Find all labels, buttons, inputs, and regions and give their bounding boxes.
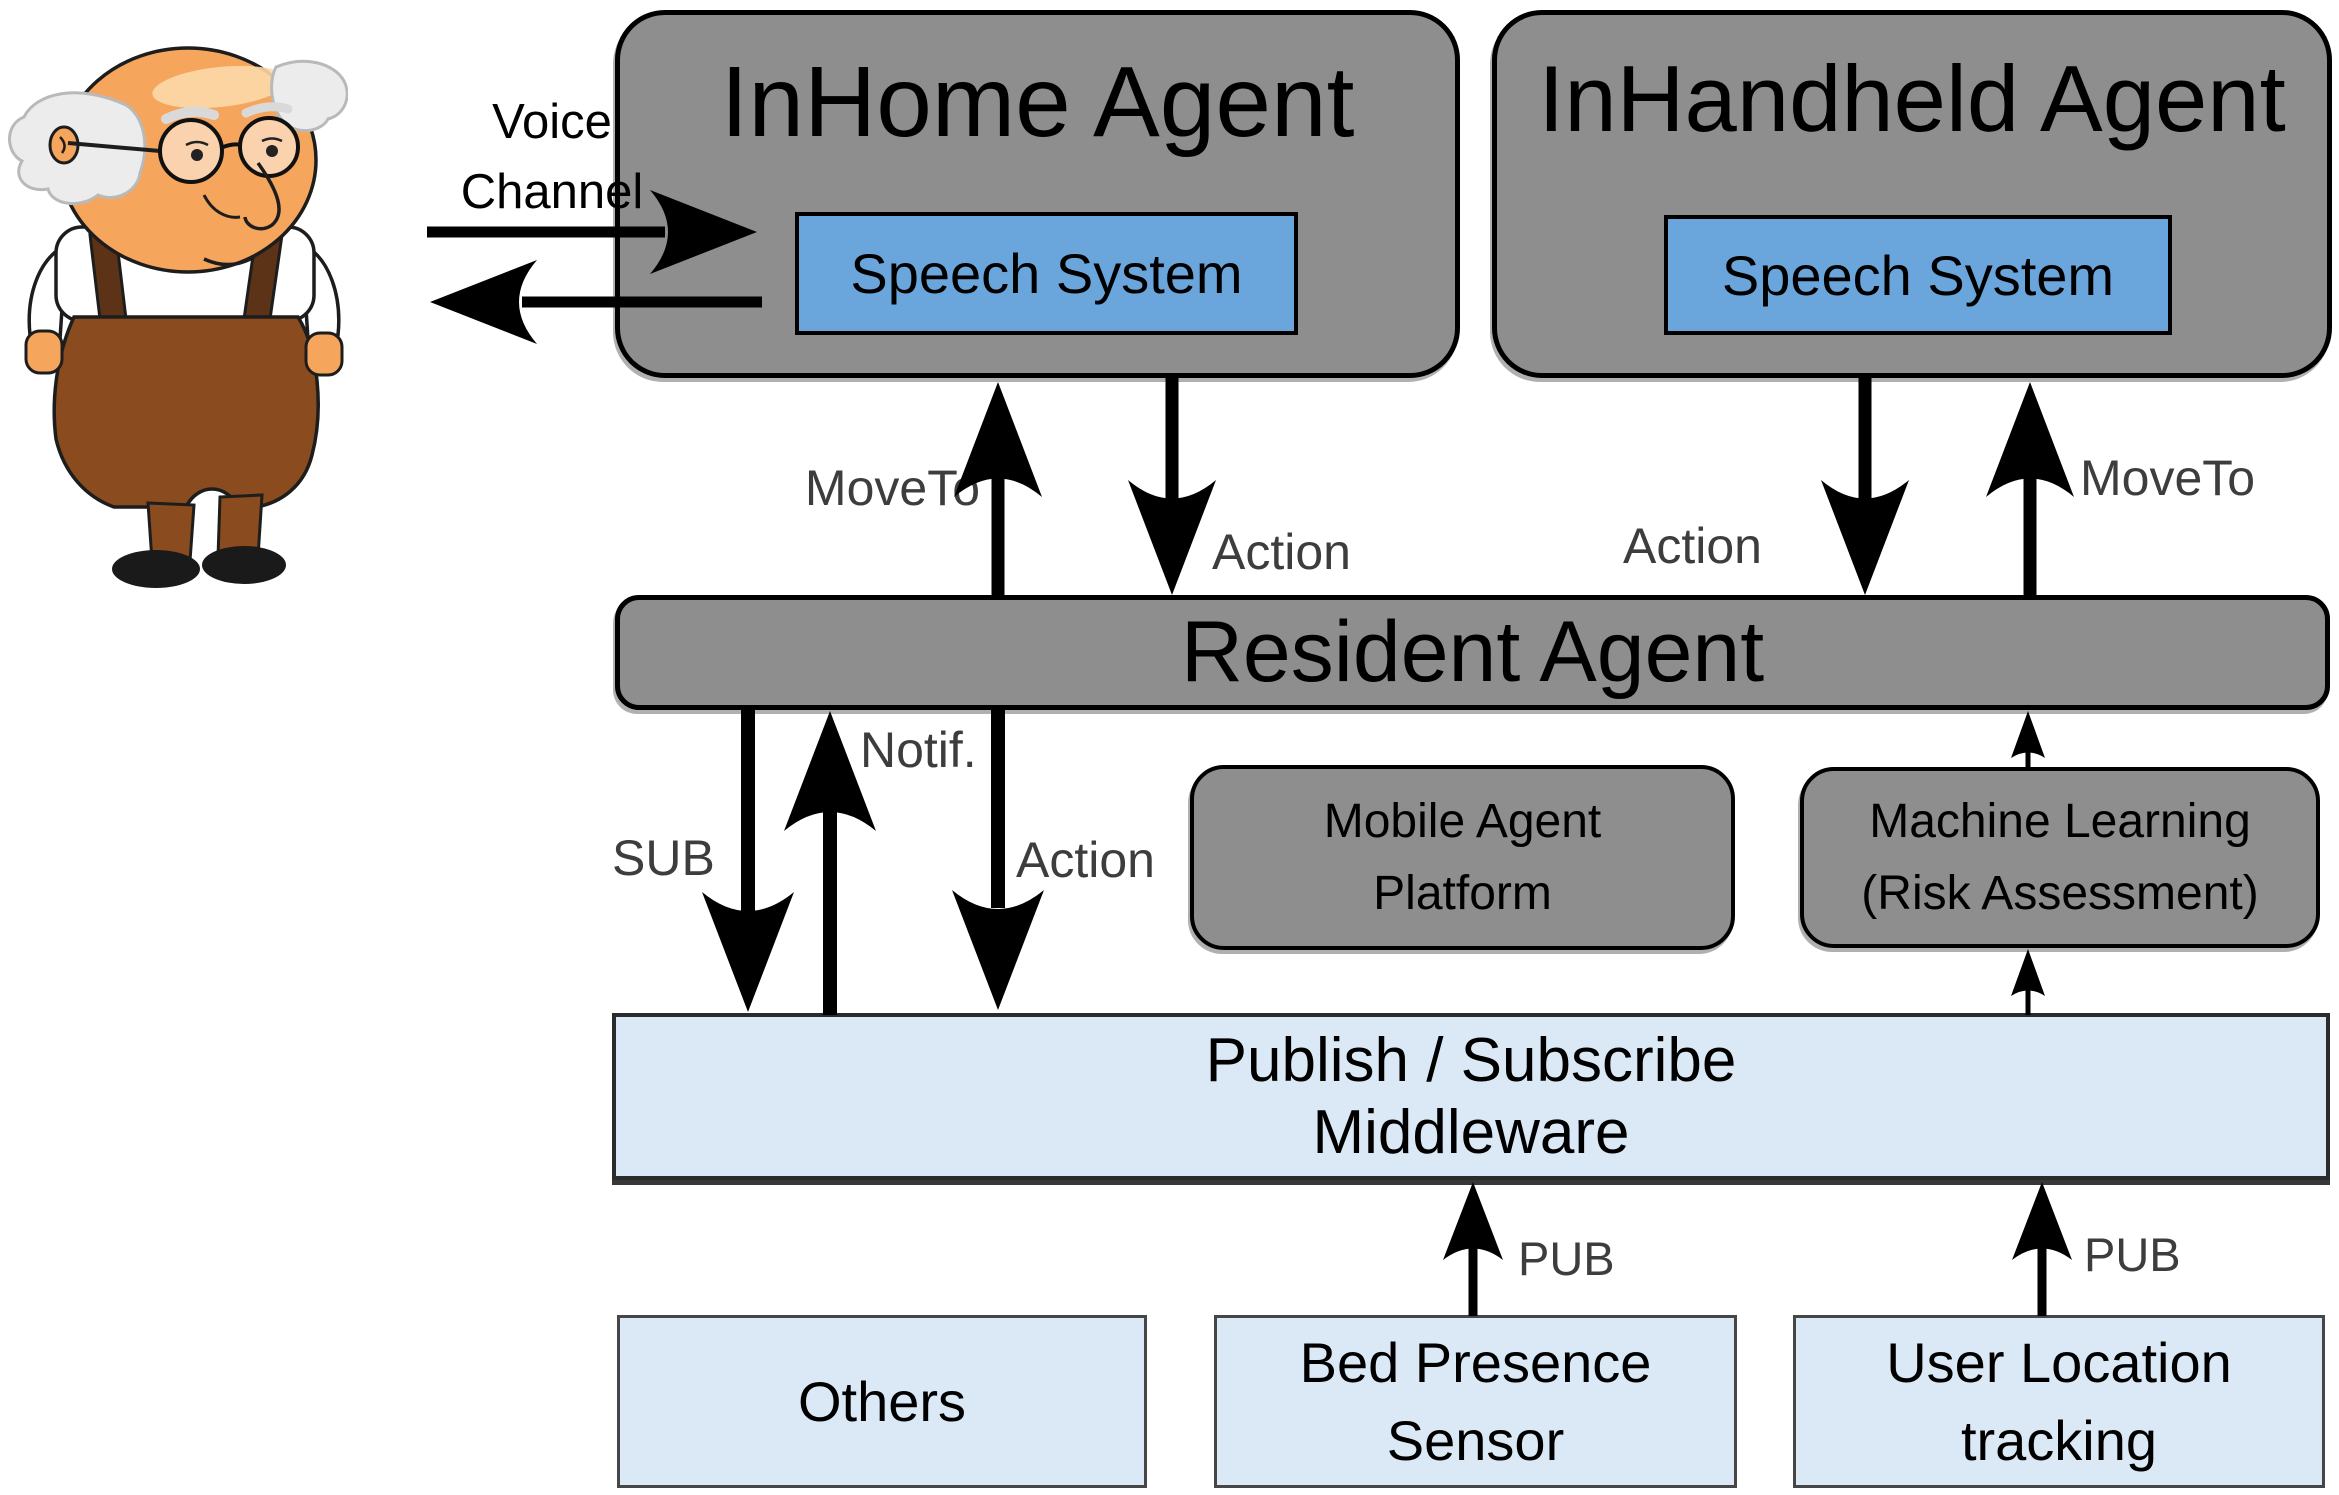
resident-agent-box: Resident Agent xyxy=(615,595,2330,710)
right-eyebrow xyxy=(241,102,293,118)
action-label-inhome: Action xyxy=(1212,524,1351,580)
suspender-right xyxy=(242,233,284,321)
pub-label-bed-sensor: PUB xyxy=(1518,1232,1615,1285)
elderly-resident-illustration xyxy=(8,46,348,588)
machine-learning-line2: (Risk Assessment) xyxy=(1861,866,2259,920)
pub-label-user-location: PUB xyxy=(2084,1228,2181,1281)
user-location-line1: User Location xyxy=(1886,1331,2232,1395)
bed-presence-line2: Sensor xyxy=(1386,1408,1565,1472)
action-label-middleware: Action xyxy=(1016,832,1155,888)
nose-side xyxy=(202,194,241,219)
in-home-agent-title: InHome Agent xyxy=(720,46,1355,158)
bed-presence-sensor-box: Bed Presence Sensor xyxy=(1214,1315,1737,1488)
bed-presence-line1: Bed Presence xyxy=(1299,1331,1652,1395)
moveto-label-inhome: MoveTo xyxy=(804,460,980,516)
sub-label: SUB xyxy=(612,830,715,886)
left-eyebrow xyxy=(161,106,219,124)
machine-learning-box: Machine Learning (Risk Assessment) xyxy=(1800,767,2320,948)
head xyxy=(58,46,318,274)
mouth xyxy=(203,255,255,267)
mobile-agent-platform-box: Mobile Agent Platform xyxy=(1190,765,1735,950)
shirt-left-sleeve xyxy=(27,242,68,341)
left-eyelid xyxy=(185,140,209,147)
right-eye xyxy=(266,145,278,157)
shirt-right-sleeve xyxy=(300,242,341,341)
nose xyxy=(243,161,281,231)
glasses-left-lens xyxy=(158,118,224,184)
speech-system-box-inhome: Speech System xyxy=(795,212,1298,335)
user-location-line2: tracking xyxy=(1960,1408,2158,1472)
moveto-label-inhandheld: MoveTo xyxy=(2080,450,2256,506)
speech-system-label-inhandheld: Speech System xyxy=(1721,243,2115,307)
action-label-inhandheld: Action xyxy=(1623,518,1762,574)
arrow-sub xyxy=(702,708,794,1012)
arrow-middleware-to-ml xyxy=(2011,949,2045,1015)
right-eyelid xyxy=(261,137,283,143)
pants xyxy=(52,315,320,509)
mobile-agent-platform-line2: Platform xyxy=(1373,866,1552,920)
others-label: Others xyxy=(797,1370,967,1433)
ear-inner xyxy=(59,136,66,154)
voice-channel-label: Voice Channel xyxy=(460,95,644,219)
middleware-line1: Publish / Subscribe xyxy=(1205,1026,1737,1096)
right-hand xyxy=(304,331,344,377)
arrow-action-inhandheld xyxy=(1821,378,1909,595)
in-home-agent-box: InHome Agent Speech System xyxy=(615,10,1460,378)
ear xyxy=(48,125,80,165)
publish-subscribe-middleware-box: Publish / Subscribe Middleware xyxy=(612,1013,2330,1180)
hair-tuft-right xyxy=(270,59,348,133)
speech-system-label-inhome: Speech System xyxy=(850,242,1243,305)
right-shoe xyxy=(202,546,286,584)
arrow-ml-to-resident xyxy=(2011,711,2045,769)
machine-learning-line1: Machine Learning xyxy=(1869,794,2251,848)
left-eye xyxy=(191,149,203,161)
arrow-pub-user-location xyxy=(2012,1182,2072,1316)
glasses-right-lens xyxy=(238,116,300,178)
left-hand xyxy=(24,329,64,375)
arrow-moveto-inhandheld xyxy=(1986,382,2074,597)
mobile-agent-platform-line1: Mobile Agent xyxy=(1323,794,1602,848)
suspender-left xyxy=(88,233,128,321)
notif-label: Notif. xyxy=(860,722,977,778)
left-shoe xyxy=(112,550,200,588)
hair-tuft-left xyxy=(8,91,147,206)
right-leg xyxy=(216,493,264,559)
left-leg xyxy=(146,501,196,563)
in-handheld-agent-title: InHandheld Agent xyxy=(1538,46,2286,151)
shirt-body xyxy=(54,225,316,323)
speech-system-box-inhandheld: Speech System xyxy=(1664,215,2172,335)
arrow-pub-bed-sensor xyxy=(1443,1182,1503,1316)
arrow-action-inhome xyxy=(1128,378,1216,595)
in-handheld-agent-box: InHandheld Agent Speech System xyxy=(1492,10,2332,378)
others-box: Others xyxy=(617,1315,1147,1488)
glasses-temple xyxy=(67,141,161,153)
resident-agent-title: Resident Agent xyxy=(1180,604,1765,700)
glasses-bridge xyxy=(220,142,242,150)
middleware-line2: Middleware xyxy=(1312,1097,1630,1167)
user-location-tracking-box: User Location tracking xyxy=(1793,1315,2325,1488)
head-highlight xyxy=(152,65,288,109)
